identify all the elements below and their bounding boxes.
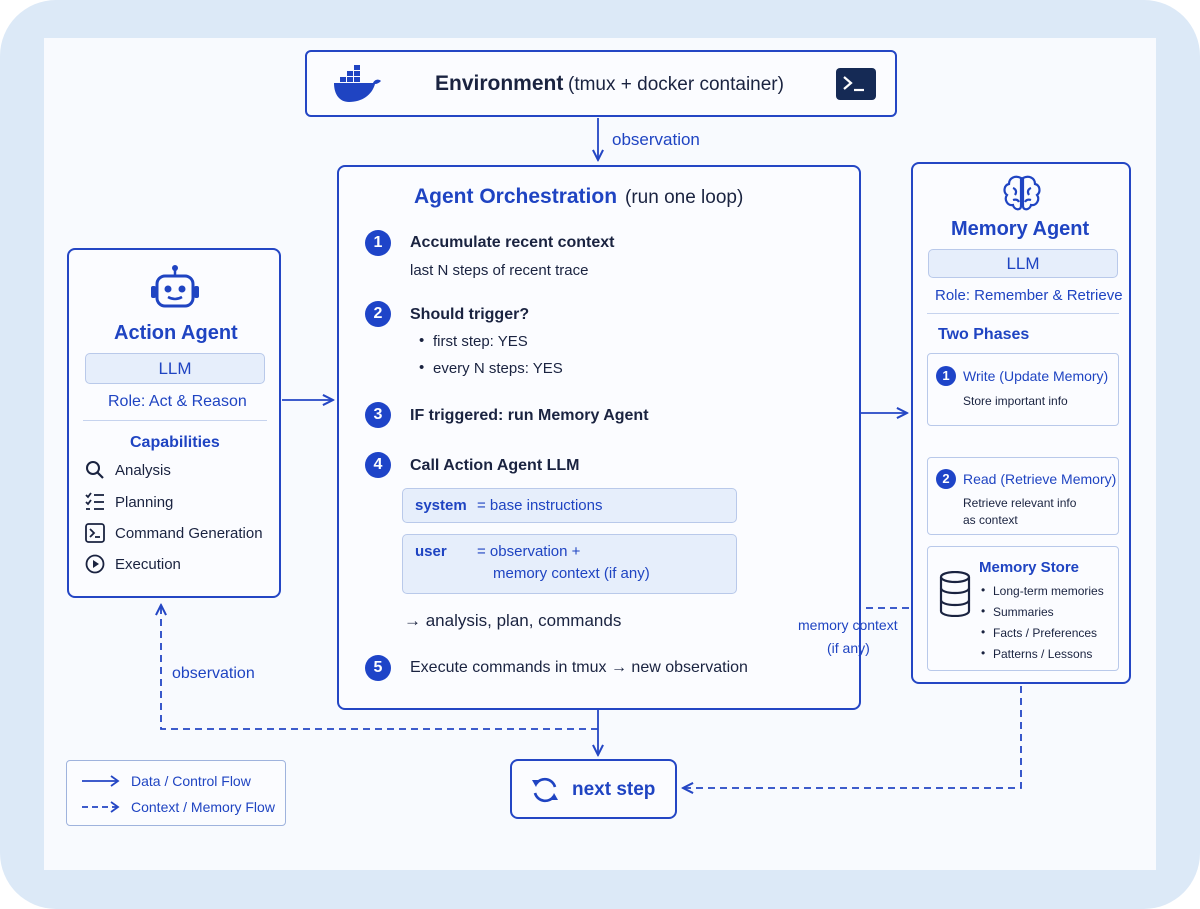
capability-analysis: Analysis xyxy=(115,462,171,479)
database-icon xyxy=(939,571,971,617)
step-2-title: Should trigger? xyxy=(410,306,530,323)
checklist-icon xyxy=(85,492,104,510)
memory-agent-role: Role: Remember & Retrieve xyxy=(935,287,1123,304)
system-prompt-box: system = base instructions xyxy=(402,488,737,523)
store-bullet-dot: • xyxy=(981,646,986,660)
legend-solid-label: Data / Control Flow xyxy=(131,773,251,789)
legend-solid-arrow xyxy=(82,775,120,787)
action-divider xyxy=(83,420,267,421)
step-2-bullet-dot: • xyxy=(419,359,425,376)
store-bullet-dot: • xyxy=(981,625,986,639)
step-2-bullet-2: every N steps: YES xyxy=(433,360,563,377)
legend-dashed-arrow xyxy=(82,801,120,813)
step-3-title: IF triggered: run Memory Agent xyxy=(410,407,649,424)
dashed-memory-to-next xyxy=(683,686,1022,788)
next-step-box: next step xyxy=(510,759,677,819)
environment-box: Environment (tmux + docker container) xyxy=(305,50,897,117)
action-llm-label: LLM xyxy=(158,359,192,378)
action-agent-title: Action Agent xyxy=(114,322,238,344)
step-5-badge: 5 xyxy=(365,655,391,681)
memory-agent-box: Memory Agent LLM Role: Remember & Retrie… xyxy=(911,162,1131,684)
environment-title: Environment xyxy=(435,72,564,95)
play-icon xyxy=(85,554,105,574)
user-key: user xyxy=(415,543,447,560)
memory-store-title: Memory Store xyxy=(979,559,1080,576)
robot-icon xyxy=(151,265,199,308)
orchestration-subtitle: (run one loop) xyxy=(625,187,744,208)
dashed-observation-loop xyxy=(161,605,598,730)
legend-box: Data / Control Flow Context / Memory Flo… xyxy=(66,760,286,826)
memory-context-label-1: memory context xyxy=(798,617,898,633)
phase-write-box: 1 Write (Update Memory) Store important … xyxy=(927,353,1119,426)
step-2-bullet-dot: • xyxy=(419,332,425,349)
step-4-title: Call Action Agent LLM xyxy=(410,457,580,474)
capability-command-generation: Command Generation xyxy=(115,525,263,542)
observation-label-left: observation xyxy=(172,665,255,682)
refresh-icon xyxy=(532,777,558,803)
system-key: system xyxy=(415,497,467,514)
memory-divider xyxy=(927,313,1119,314)
terminal-icon xyxy=(85,523,105,543)
next-step-label: next step xyxy=(572,779,656,800)
store-item-2: Summaries xyxy=(993,605,1054,619)
phase-write-desc: Store important info xyxy=(963,394,1068,408)
user-prompt-box: user = observation + memory context (if … xyxy=(402,534,737,594)
phase-read-desc-1: Retrieve relevant info xyxy=(963,496,1077,510)
llm-output: → analysis, plan, commands xyxy=(404,611,622,630)
memory-context-label-2: (if any) xyxy=(827,640,870,656)
capability-planning: Planning xyxy=(115,494,174,511)
capability-execution: Execution xyxy=(115,556,181,573)
memory-store-box: Memory Store • Long-term memories • Summ… xyxy=(927,546,1119,671)
docker-whale-icon xyxy=(334,65,381,102)
capabilities-title: Capabilities xyxy=(130,434,220,451)
step-2-badge: 2 xyxy=(365,301,391,327)
phase-read-desc-2: as context xyxy=(963,513,1018,527)
observation-label-top: observation xyxy=(612,130,700,149)
environment-subtitle: (tmux + docker container) xyxy=(568,74,784,95)
phase-read-title: Read (Retrieve Memory) xyxy=(963,471,1117,487)
store-item-3: Facts / Preferences xyxy=(993,626,1098,640)
step-1-badge: 1 xyxy=(365,230,391,256)
legend-dashed-label: Context / Memory Flow xyxy=(131,799,275,815)
store-bullet-dot: • xyxy=(981,604,986,618)
step-2-bullet-1: first step: YES xyxy=(433,333,528,350)
agent-orchestration-box: Agent Orchestration (run one loop) 1 Acc… xyxy=(337,165,861,710)
two-phases-title: Two Phases xyxy=(938,326,1030,343)
store-item-4: Patterns / Lessons xyxy=(993,647,1093,661)
user-value-2: memory context (if any) xyxy=(493,565,650,582)
phase-write-title: Write (Update Memory) xyxy=(963,368,1109,384)
store-item-1: Long-term memories xyxy=(993,584,1104,598)
memory-llm-label: LLM xyxy=(1006,254,1040,273)
step-4-badge: 4 xyxy=(365,452,391,478)
action-llm-pill: LLM xyxy=(85,353,265,384)
system-value: = base instructions xyxy=(477,497,603,514)
phase-1-badge: 1 xyxy=(936,366,956,386)
step-3-badge: 3 xyxy=(365,402,391,428)
user-value-1: = observation + xyxy=(477,543,581,560)
orchestration-title: Agent Orchestration xyxy=(414,185,618,208)
brain-icon xyxy=(1003,175,1041,211)
memory-llm-pill: LLM xyxy=(928,249,1118,278)
step-5-title: Execute commands in tmux → new observati… xyxy=(410,659,748,676)
store-bullet-dot: • xyxy=(981,583,986,597)
phase-read-box: 2 Read (Retrieve Memory) Retrieve releva… xyxy=(927,457,1119,535)
action-agent-box: Action Agent LLM Role: Act & Reason Capa… xyxy=(67,248,281,598)
memory-agent-title: Memory Agent xyxy=(951,218,1090,240)
step-1-title: Accumulate recent context xyxy=(410,234,615,251)
step-1-detail: last N steps of recent trace xyxy=(410,262,589,279)
action-agent-role: Role: Act & Reason xyxy=(108,393,247,410)
search-icon xyxy=(86,461,104,479)
phase-2-badge: 2 xyxy=(936,469,956,489)
terminal-icon xyxy=(836,68,876,100)
